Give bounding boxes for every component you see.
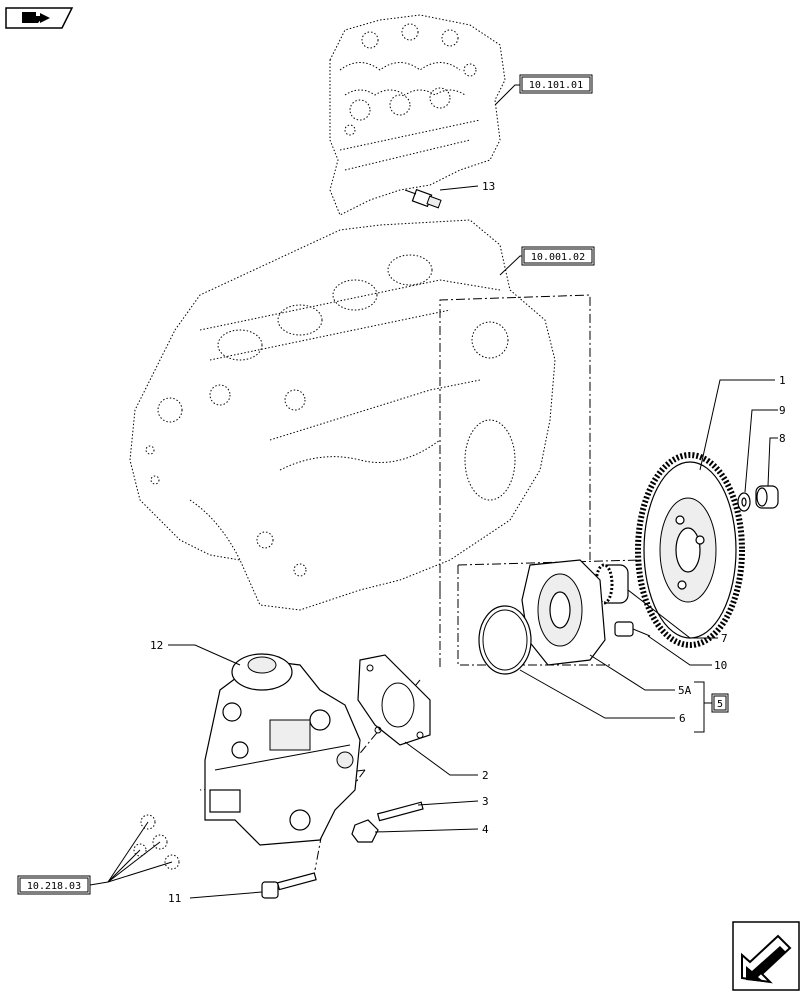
reference-box-10-001-02[interactable]: 10.001.02	[521, 246, 595, 266]
callout-labels: 13 1 9 8 7 10 5A 6 12 2 3 4 11	[150, 180, 786, 905]
part-8-nut	[755, 485, 779, 509]
part-12-injection-pump	[204, 653, 361, 846]
pump-outlet-fittings	[133, 814, 180, 870]
part-9-washer	[737, 492, 751, 512]
reference-box-10-101-01[interactable]: 10.101.01	[519, 74, 593, 94]
reference-box-10-218-03[interactable]: 10.218.03	[17, 875, 109, 895]
reference-label: 10.001.02	[531, 252, 585, 263]
part-13-sensor	[404, 188, 442, 209]
callout-11: 11	[168, 892, 181, 905]
callout-8: 8	[779, 432, 786, 445]
callout-5a: 5A	[678, 684, 692, 697]
callout-6: 6	[679, 712, 686, 725]
reference-label: 5	[717, 699, 723, 710]
part-6-o-ring	[478, 605, 532, 675]
callout-2: 2	[482, 769, 489, 782]
reference-label: 10.218.03	[27, 881, 81, 892]
callout-3: 3	[482, 795, 489, 808]
callout-13: 13	[482, 180, 495, 193]
part-2-gasket	[357, 654, 431, 746]
part-4-nut	[351, 819, 379, 843]
part-10-bolt	[614, 621, 651, 637]
next-page-arrow-icon[interactable]	[732, 921, 800, 991]
engine-block	[129, 219, 556, 611]
callout-7: 7	[721, 632, 728, 645]
part-5a-housing	[521, 559, 606, 666]
book-arrow-icon[interactable]	[5, 7, 74, 29]
callout-9: 9	[779, 404, 786, 417]
reference-box-5[interactable]: 5	[711, 693, 729, 713]
callout-4: 4	[482, 823, 489, 836]
callout-10: 10	[714, 659, 727, 672]
part-1-gear	[635, 452, 745, 648]
callout-12: 12	[150, 639, 163, 652]
part-11-bolt	[261, 872, 317, 899]
reference-label: 10.101.01	[529, 80, 583, 91]
part-3-stud	[376, 801, 424, 822]
callout-1: 1	[779, 374, 786, 387]
leader-lines	[107, 84, 778, 899]
cylinder-head	[329, 14, 506, 216]
